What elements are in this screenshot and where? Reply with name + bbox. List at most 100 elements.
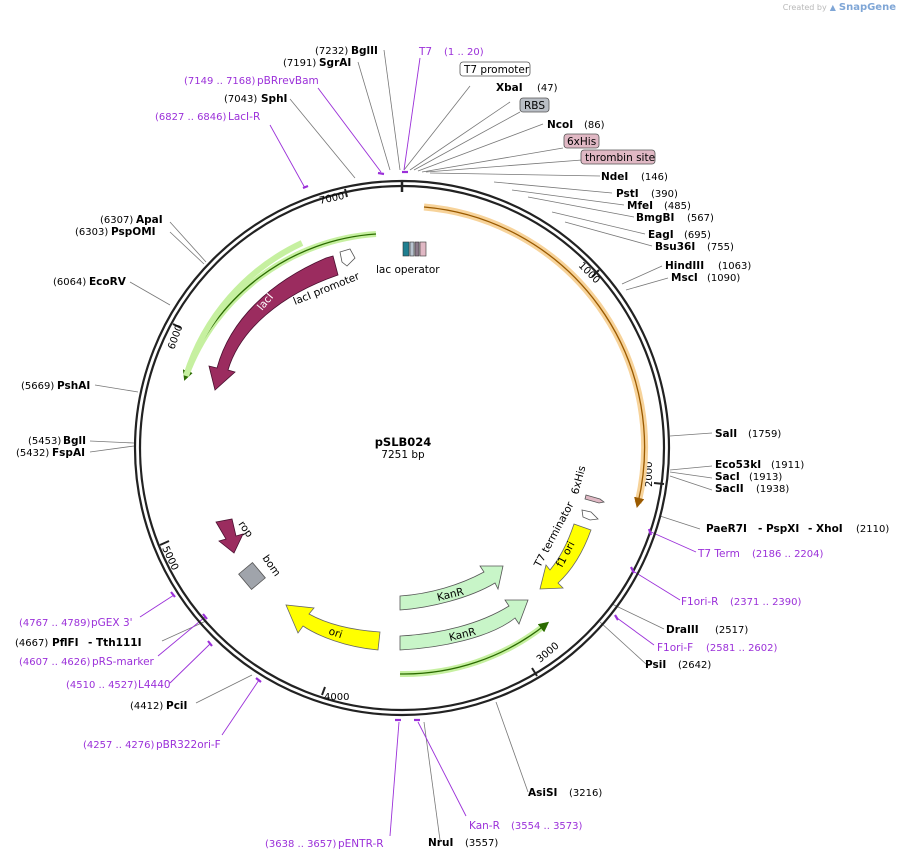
enzyme-pos: (1759) bbox=[748, 429, 781, 440]
snapgene-logo-icon: ▲ bbox=[829, 3, 836, 12]
enzyme-pos: (146) bbox=[641, 172, 668, 183]
his-tag-feature bbox=[584, 494, 605, 504]
enzyme-name: PsiI bbox=[645, 659, 666, 671]
primer-name: F1ori-R bbox=[681, 596, 718, 608]
plasmid-length: 7251 bp bbox=[381, 449, 425, 461]
enzyme-pos: (485) bbox=[664, 201, 691, 212]
primer-pos: (6827 .. 6846) bbox=[155, 112, 227, 123]
primer-name: T7 bbox=[418, 46, 432, 58]
enzyme-pos: (7232) bbox=[315, 46, 348, 57]
kanr-feature-1 bbox=[399, 565, 504, 611]
enzyme-name: SacI bbox=[715, 471, 740, 483]
ori-feature bbox=[285, 604, 381, 651]
enzyme-name: - XhoI bbox=[808, 523, 843, 535]
enzyme-name: DraIII bbox=[666, 624, 699, 636]
primer-name: L4440 bbox=[138, 679, 171, 691]
ori-label: ori bbox=[327, 625, 344, 641]
enzyme-pos: (2517) bbox=[715, 625, 748, 636]
primer-name: pGEX 3' bbox=[91, 617, 133, 629]
laci-arc-glow-2 bbox=[183, 240, 304, 377]
boxed-feature-t7-promoter: T7 promoter bbox=[459, 61, 531, 77]
primer-name: T7 Term bbox=[697, 548, 740, 560]
t7-terminator-feature bbox=[581, 509, 599, 521]
enzyme-name: AsiSI bbox=[528, 787, 557, 799]
enzyme-name: PstI bbox=[616, 188, 639, 200]
enzyme-name: MfeI bbox=[627, 200, 653, 212]
primer-pos: (4510 .. 4527) bbox=[66, 680, 138, 691]
enzyme-name: PspOMI bbox=[111, 226, 156, 238]
enzyme-name: PaeR7I bbox=[706, 523, 747, 535]
enzyme-name: Eco53kI bbox=[715, 459, 761, 471]
enzyme-pos: (5432) bbox=[16, 448, 49, 459]
enzyme-name: BglII bbox=[351, 45, 378, 57]
lac-operator-feature bbox=[402, 241, 427, 257]
rop-feature bbox=[215, 518, 244, 554]
enzyme-pos: (5669) bbox=[21, 381, 54, 392]
snapgene-credit: Created by ▲ SnapGene bbox=[783, 2, 896, 13]
enzyme-pos: (567) bbox=[687, 213, 714, 224]
boxed-label-t7-promoter: T7 promoter bbox=[463, 64, 530, 76]
enzyme-name: PciI bbox=[166, 700, 187, 712]
primer-marks bbox=[170, 170, 653, 722]
enzyme-pos: (7043) bbox=[224, 94, 257, 105]
primer-pos: (1 .. 20) bbox=[444, 47, 484, 58]
primer-name: Kan-R bbox=[469, 820, 500, 832]
enzyme-name: FspAI bbox=[52, 447, 85, 459]
enzyme-name: SalI bbox=[715, 428, 737, 440]
leader-lines bbox=[89, 49, 713, 841]
kanr-feature-2 bbox=[399, 599, 529, 651]
enzyme-pos: (6307) bbox=[100, 215, 133, 226]
primer-pos: (4767 .. 4789) bbox=[19, 618, 91, 629]
kanr-arc bbox=[399, 621, 550, 675]
primer-pos: (2186 .. 2204) bbox=[752, 549, 824, 560]
his-tag-label: 6xHis bbox=[569, 464, 588, 495]
enzyme-labels: (7232) BglII (7191) SgrAI XbaI (47) NcoI… bbox=[15, 45, 889, 849]
enzyme-pos: (4667) bbox=[15, 638, 48, 649]
primer-pos: (3554 .. 3573) bbox=[511, 821, 583, 832]
enzyme-pos: (7191) bbox=[283, 58, 316, 69]
boxed-label-thrombin-site: thrombin site bbox=[585, 152, 655, 164]
primer-name: LacI-R bbox=[228, 111, 260, 123]
enzyme-pos: (1090) bbox=[707, 273, 740, 284]
enzyme-name: NdeI bbox=[601, 171, 628, 183]
enzyme-pos: (1913) bbox=[749, 472, 782, 483]
enzyme-pos: (1911) bbox=[771, 460, 804, 471]
tick-label-7000: 7000 bbox=[318, 191, 345, 207]
enzyme-name: BglI bbox=[63, 435, 86, 447]
credit-text: Created by bbox=[782, 3, 827, 12]
primer-pos: (7149 .. 7168) bbox=[184, 76, 256, 87]
enzyme-name: EagI bbox=[648, 229, 674, 241]
enzyme-pos: (4412) bbox=[130, 701, 163, 712]
boxed-feature-rbs: RBS bbox=[519, 97, 550, 113]
enzyme-name: NruI bbox=[428, 837, 453, 849]
enzyme-name: ApaI bbox=[136, 214, 163, 226]
insert-arc-glow bbox=[423, 203, 648, 504]
boxed-feature-thrombin-site: thrombin site bbox=[580, 149, 656, 165]
boxed-label-rbs: RBS bbox=[524, 100, 545, 112]
lac-operator-label: lac operator bbox=[376, 264, 440, 276]
enzyme-name: - Tth111I bbox=[88, 637, 142, 649]
f1-ori-feature bbox=[539, 523, 592, 590]
enzyme-pos: (5453) bbox=[28, 436, 61, 447]
credit-brand: SnapGene bbox=[838, 2, 896, 13]
enzyme-name: MscI bbox=[671, 272, 698, 284]
laci-feature bbox=[208, 255, 339, 391]
enzyme-name: HindIII bbox=[665, 260, 704, 272]
enzyme-name: SacII bbox=[715, 483, 744, 495]
enzyme-name: BmgBI bbox=[636, 212, 674, 224]
enzyme-pos: (3557) bbox=[465, 838, 498, 849]
primer-name: F1ori-F bbox=[657, 642, 693, 654]
tick-label-4000: 4000 bbox=[324, 692, 349, 703]
laci-promoter-feature bbox=[339, 248, 356, 267]
primer-name: pRS-marker bbox=[92, 656, 155, 668]
enzyme-pos: (1063) bbox=[718, 261, 751, 272]
primer-pos: (4607 .. 4626) bbox=[19, 657, 91, 668]
insert-arc bbox=[423, 206, 646, 509]
enzyme-name: SphI bbox=[261, 93, 287, 105]
enzyme-pos: (6303) bbox=[75, 227, 108, 238]
primer-pos: (4257 .. 4276) bbox=[83, 740, 155, 751]
enzyme-name: PflFI bbox=[52, 637, 79, 649]
boxed-label-6xhis: 6xHis bbox=[567, 136, 596, 148]
enzyme-pos: (755) bbox=[707, 242, 734, 253]
primer-name: pENTR-R bbox=[338, 838, 384, 850]
